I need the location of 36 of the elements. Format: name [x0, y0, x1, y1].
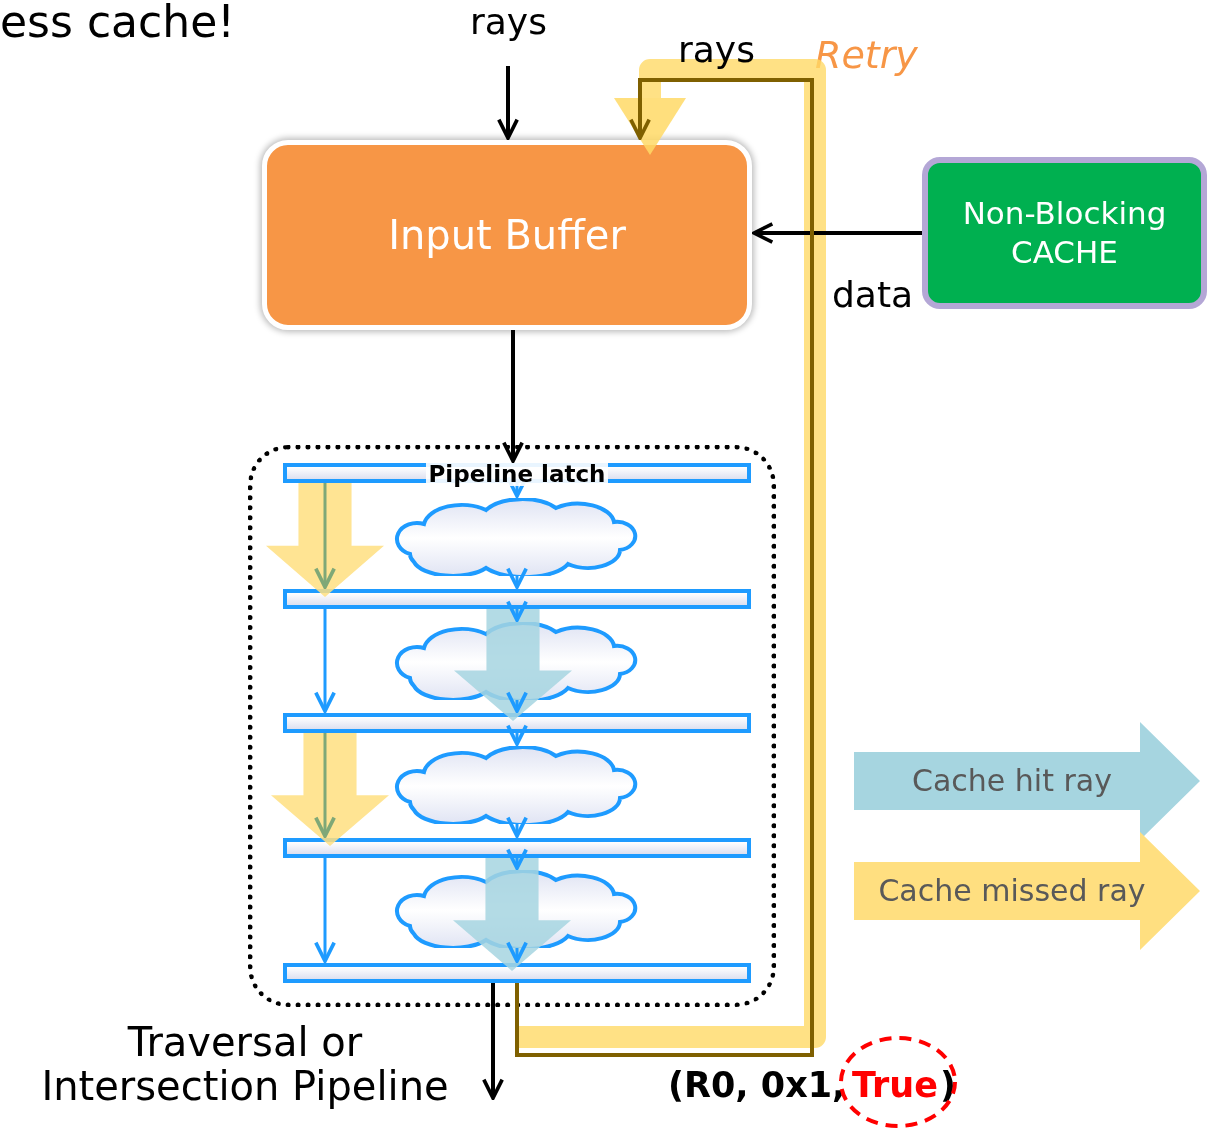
- retry-label: Retry: [815, 35, 918, 77]
- block-arrow: [271, 733, 389, 846]
- latch-label: Pipeline latch: [425, 462, 609, 486]
- block-arrow: [454, 609, 572, 721]
- arrow: [506, 599, 528, 622]
- arrow: [314, 733, 336, 838]
- arrow: [506, 847, 528, 870]
- cache-box: [922, 157, 1207, 309]
- arrow: [314, 858, 336, 963]
- pipeline-latch-bar: [283, 963, 751, 983]
- node-label: Non-Blocking CACHE: [961, 194, 1168, 272]
- block-arrow: [266, 483, 384, 597]
- node-label: Input Buffer: [388, 212, 626, 258]
- tuple-text: ): [940, 1066, 956, 1105]
- arrow: [497, 66, 519, 140]
- arrow: [506, 940, 528, 963]
- edge-label: rays: [678, 30, 755, 70]
- arrow: [314, 609, 336, 713]
- legend-text: Cache hit ray: [911, 764, 1113, 797]
- pipeline-latch-bar: [283, 838, 751, 858]
- legend-text: Cache missed ray: [877, 874, 1147, 907]
- pipeline-latch-bar: [283, 713, 751, 733]
- pipeline-latch-bar: [283, 589, 751, 609]
- heading-text: ess cache!: [0, 0, 235, 44]
- arrow: [314, 483, 336, 589]
- pipeline-caption: Traversal or Intersection Pipeline: [40, 1020, 450, 1108]
- arrow: [752, 222, 922, 244]
- block-arrow: [453, 858, 571, 971]
- arrow: [502, 330, 524, 463]
- arrow: [506, 723, 528, 746]
- arrow: [482, 983, 504, 1100]
- arrow: [506, 690, 528, 713]
- tuple-text: (R0, 0x1,: [668, 1066, 846, 1105]
- arrow: [506, 815, 528, 838]
- tuple-flag-text: True: [852, 1066, 938, 1105]
- arrow: [506, 566, 528, 589]
